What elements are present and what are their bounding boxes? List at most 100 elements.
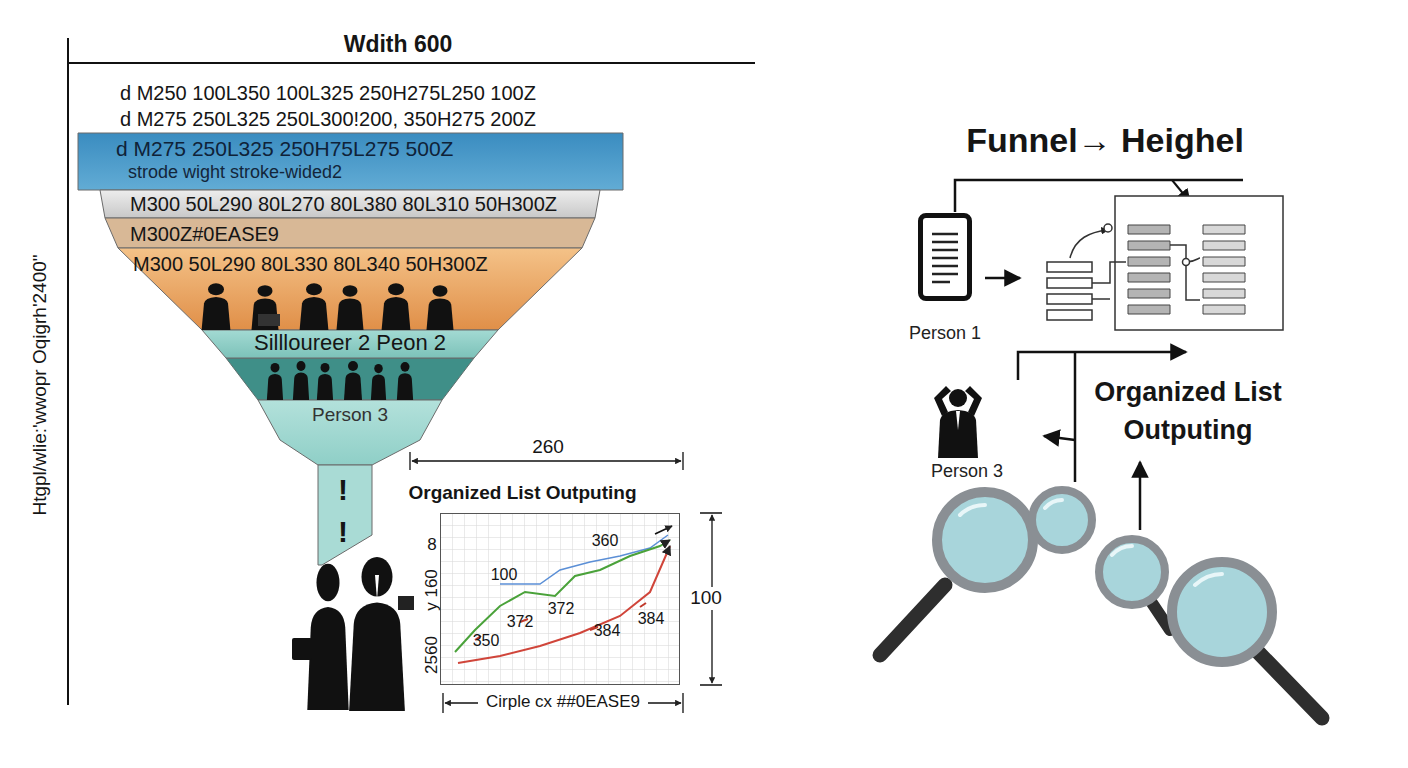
node-text: Person 1 [880,323,1010,345]
flow-box [1047,278,1092,288]
phone-icon: Person 1 [918,213,972,301]
funnel-band-dark [226,358,474,400]
dimension-label: Wdith 600 [278,31,518,59]
node-text: M300 50L290 80L270 80L380 80L310 50H300Z [130,192,557,216]
funnel-spout: !! [318,465,372,565]
band-shape [105,218,595,248]
data-value: 100 [484,565,524,584]
code-text: d M250 100L350 100L325 250H275L250 100Z [120,81,536,105]
magnifier-handle [1150,600,1170,630]
leader-line [1074,352,1077,482]
person-silhouette [293,361,309,400]
flow-box [1047,262,1092,272]
flow-dot [1104,224,1112,232]
data-value: 384 [631,609,671,628]
magnifier-lens [1172,562,1272,662]
tie-symbol [375,575,379,600]
leader-arrow [1044,436,1075,440]
funnel-band: Sillloureer 2 Peon 2 [202,330,498,358]
node-text: d M275 250L325 250H75L275 500Z [116,136,453,161]
document-bars [1128,225,1170,314]
person-silhouette [344,361,362,400]
width-axis-line [68,62,755,64]
axis-label: 2560 [422,636,442,674]
dimension-tick [443,693,683,713]
chart-line-green [455,540,670,652]
chart-trend-arrow [655,526,672,534]
man-silhouette [349,557,405,711]
document-outline [1115,196,1283,330]
node-text: Person 3 [270,404,430,427]
band-shape [118,248,582,330]
band-shape [100,190,600,218]
node-text: ! [328,472,358,508]
chart-panel: Organized List Outputing [440,513,680,685]
magnifier-handle [880,585,945,655]
flow-dot [1183,259,1190,266]
node-text: Sillloureer 2 Peon 2 [205,330,495,356]
person-silhouette [317,363,333,400]
funnel-band: M300 50L290 80L330 80L340 50H300Z [118,248,582,330]
tie-symbol [956,411,960,430]
figure-body [938,410,978,458]
data-value: 372 [541,599,581,618]
chart-grid [440,513,680,685]
node-text: Organized List Outputing [409,482,689,505]
leader-arrow [1018,352,1186,380]
band-shape [202,330,498,358]
chart-line-blue [500,535,668,584]
axis-label: y 160 [422,569,442,611]
folder-symbol [398,596,414,610]
node-text: M300Z#0EASE9 [130,222,279,246]
diagram-title: Funnel→ Heighel [915,120,1295,161]
briefcase-symbol [292,638,312,660]
dimension-label: Htgpl/wlie:'wwopr Oqigrh'2400" [29,254,52,515]
magnifier-lens [1032,490,1092,550]
funnel-band: Person 3 [258,400,442,465]
document-bars [1203,225,1245,314]
flow-wire [1092,262,1126,299]
chart-line-red [458,546,670,663]
person-figure: Person 3 [928,383,988,458]
funnel-band: M300 50L290 80L270 80L380 80L310 50H300Z [100,190,600,218]
flow-box [1047,310,1092,320]
data-value: 372 [500,612,540,631]
code-text: d M275 250L325 250L300!200, 350H275 200Z [120,107,536,131]
heading-label: Organized List Outputing [1073,374,1303,450]
data-value: 360 [585,531,625,550]
node-text: strode wight stroke-wided2 [128,162,342,184]
figure-arm [934,386,951,416]
node-text: M300 50L290 80L330 80L340 50H300Z [133,252,488,276]
funnel-band: d M275 250L325 250H75L275 500Zstrode wig… [78,133,623,190]
person-silhouette [371,364,386,400]
dimension-label: 100 [686,587,726,610]
phone-screen-lines [932,234,958,282]
figure-head [949,389,967,407]
dimension-label: Cirple cx ##0EASE9 [478,692,648,712]
axis-label: 8 [422,535,442,555]
band-shape [258,400,442,465]
woman-silhouette [307,564,348,710]
data-value: 384 [587,621,627,640]
magnifier-lens [937,492,1033,588]
lens-highlight [960,500,1222,585]
flow-curve [1070,230,1108,258]
band-shape [78,133,623,190]
flow-wire [1170,245,1200,300]
magnifier-handle [1258,652,1322,718]
magnifier-lens [1099,539,1165,605]
dimension-label: 260 [518,436,578,459]
flow-box [1047,294,1092,304]
figure-arm [965,386,982,416]
leader-arrow [1139,462,1142,530]
data-value: 350 [466,631,506,650]
height-axis-line [67,38,69,705]
chart-background [440,513,680,685]
node-text: Person 3 [902,461,1032,483]
node-text: ! [328,514,358,550]
person-silhouette [397,362,413,400]
person-silhouette [267,363,283,400]
dimension-line [412,460,681,461]
flow-arrow [985,277,1020,280]
